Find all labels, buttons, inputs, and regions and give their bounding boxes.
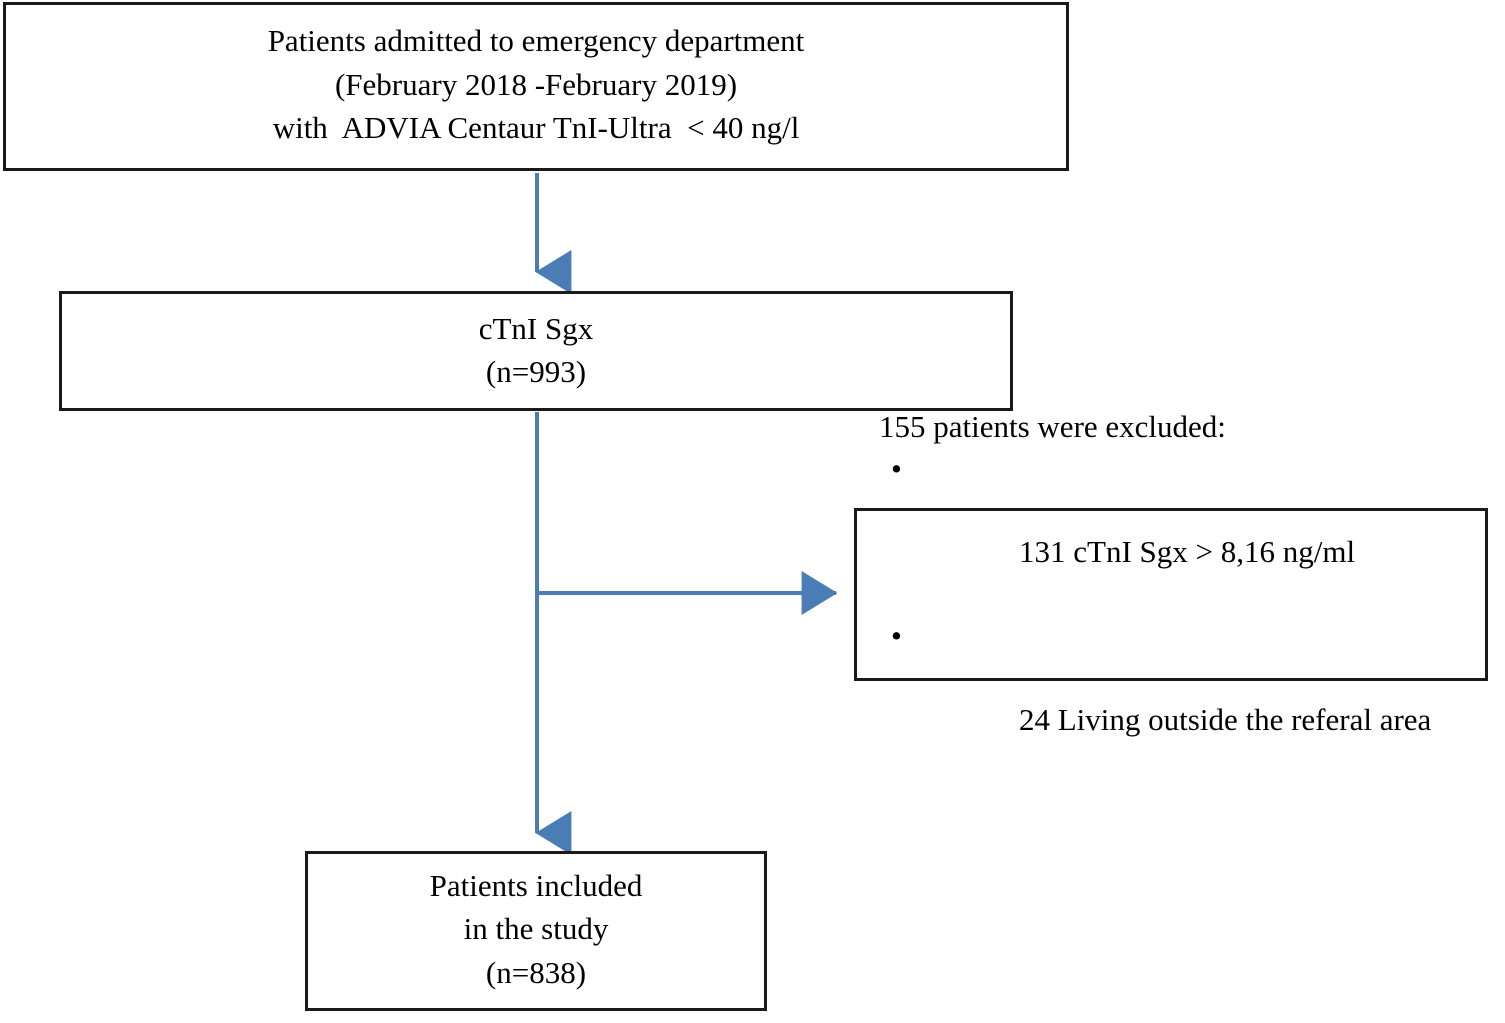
bullet-icon: • — [891, 450, 902, 486]
box-ctni-text: cTnI Sgx (n=993) — [72, 307, 1000, 394]
box-included-line-2: in the study — [463, 911, 609, 947]
box-ctni-sgx: cTnI Sgx (n=993) — [59, 291, 1013, 411]
box-included-count: (n=838) — [485, 954, 587, 990]
box-admitted-line-3: with ADVIA Centaur TnI-Ultra < 40 ng/l — [272, 110, 800, 146]
box-patients-included: Patients included in the study (n=838) — [305, 851, 767, 1011]
box-included-line-1: Patients included — [429, 867, 643, 903]
exclusion-item-text: 24 Living outside the referal area — [1019, 701, 1432, 737]
bullet-icon: • — [891, 617, 902, 653]
exclusions-list: • 131 cTnI Sgx > 8,16 ng/ml • 24 Living … — [879, 448, 1473, 783]
box-patients-admitted: Patients admitted to emergency departmen… — [3, 2, 1069, 171]
box-admitted-text: Patients admitted to emergency departmen… — [16, 19, 1056, 149]
box-admitted-line-2: (February 2018 -February 2019) — [334, 66, 738, 102]
exclusions-heading: 155 patients were excluded: — [879, 408, 1226, 444]
box-ctni-label: cTnI Sgx — [478, 310, 594, 346]
box-exclusions: 155 patients were excluded: • 131 cTnI S… — [854, 409, 1488, 737]
box-admitted-line-1: Patients admitted to emergency departmen… — [267, 23, 805, 59]
exclusion-item-text: 131 cTnI Sgx > 8,16 ng/ml — [1019, 534, 1356, 570]
box-ctni-count: (n=993) — [485, 354, 587, 389]
box-included-text: Patients included in the study (n=838) — [318, 864, 754, 994]
exclusion-item: • 131 cTnI Sgx > 8,16 ng/ml — [879, 448, 1473, 615]
exclusion-item: • 24 Living outside the referal area — [879, 615, 1473, 782]
